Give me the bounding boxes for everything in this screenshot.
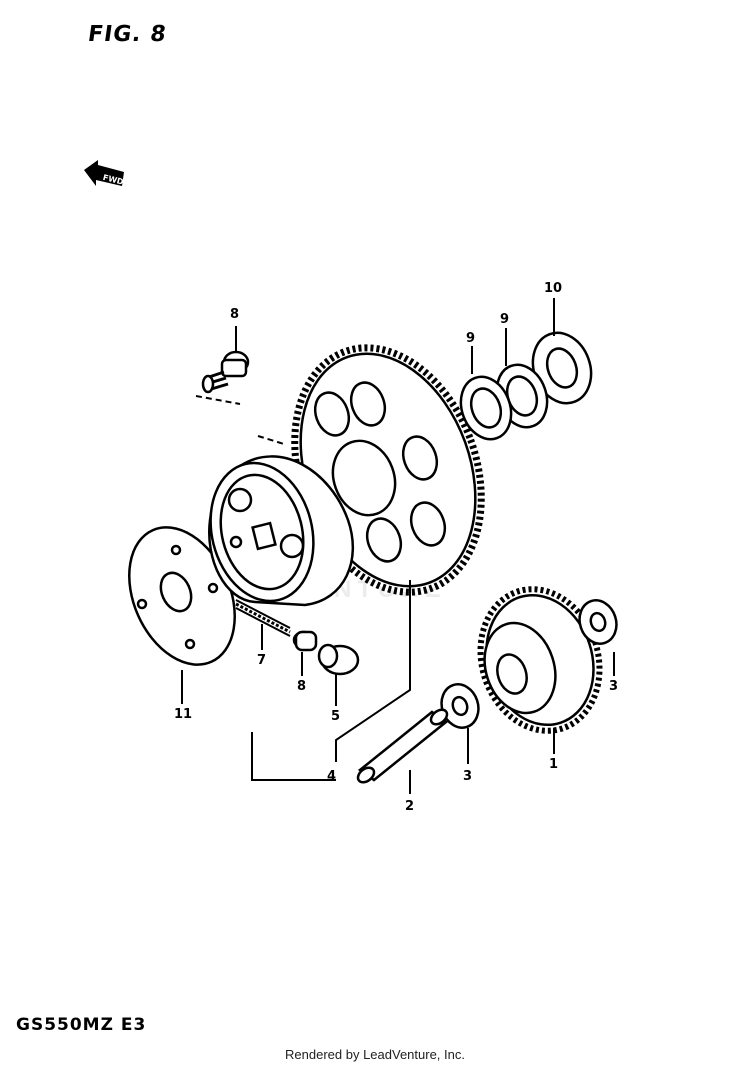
part-11-cover-plate [128, 526, 236, 666]
callout-10: 10 [544, 281, 562, 296]
part-5-roller-cap [317, 643, 360, 676]
part-7-roller [292, 630, 318, 652]
part-6-spring [235, 599, 291, 637]
model-code: GS550MZ E3 [16, 1015, 147, 1035]
part-2-idle-gear-shaft [356, 708, 449, 784]
callout-8: 8 [230, 307, 239, 322]
callout-1: 1 [549, 757, 558, 772]
callout-4: 4 [327, 769, 336, 784]
part-3-washer-left [440, 683, 480, 729]
front-direction-arrow: FWD [84, 160, 125, 187]
part-8-bolt [201, 350, 250, 394]
callout-7: 8 [297, 679, 306, 694]
callout-9a: 9 [466, 331, 475, 346]
part-9-needle-bearing-b [459, 375, 513, 441]
callout-3-left: 3 [463, 769, 472, 784]
callout-5: 5 [331, 709, 340, 724]
callout-9b: 9 [500, 312, 509, 327]
part-10-thrust-washer [531, 331, 593, 405]
leader-lines [181, 298, 615, 794]
part-3-washer-right [578, 599, 618, 645]
callout-3-right: 3 [609, 679, 618, 694]
callout-11: 11 [174, 707, 192, 722]
starter-clutch-housing [207, 455, 355, 607]
footer-credit: Rendered by LeadVenture, Inc. [285, 1047, 465, 1062]
callout-6: 7 [257, 653, 266, 668]
callout-2: 2 [405, 799, 414, 814]
callout-labels: 8 9 9 10 11 7 8 5 4 2 3 1 3 [174, 281, 618, 814]
